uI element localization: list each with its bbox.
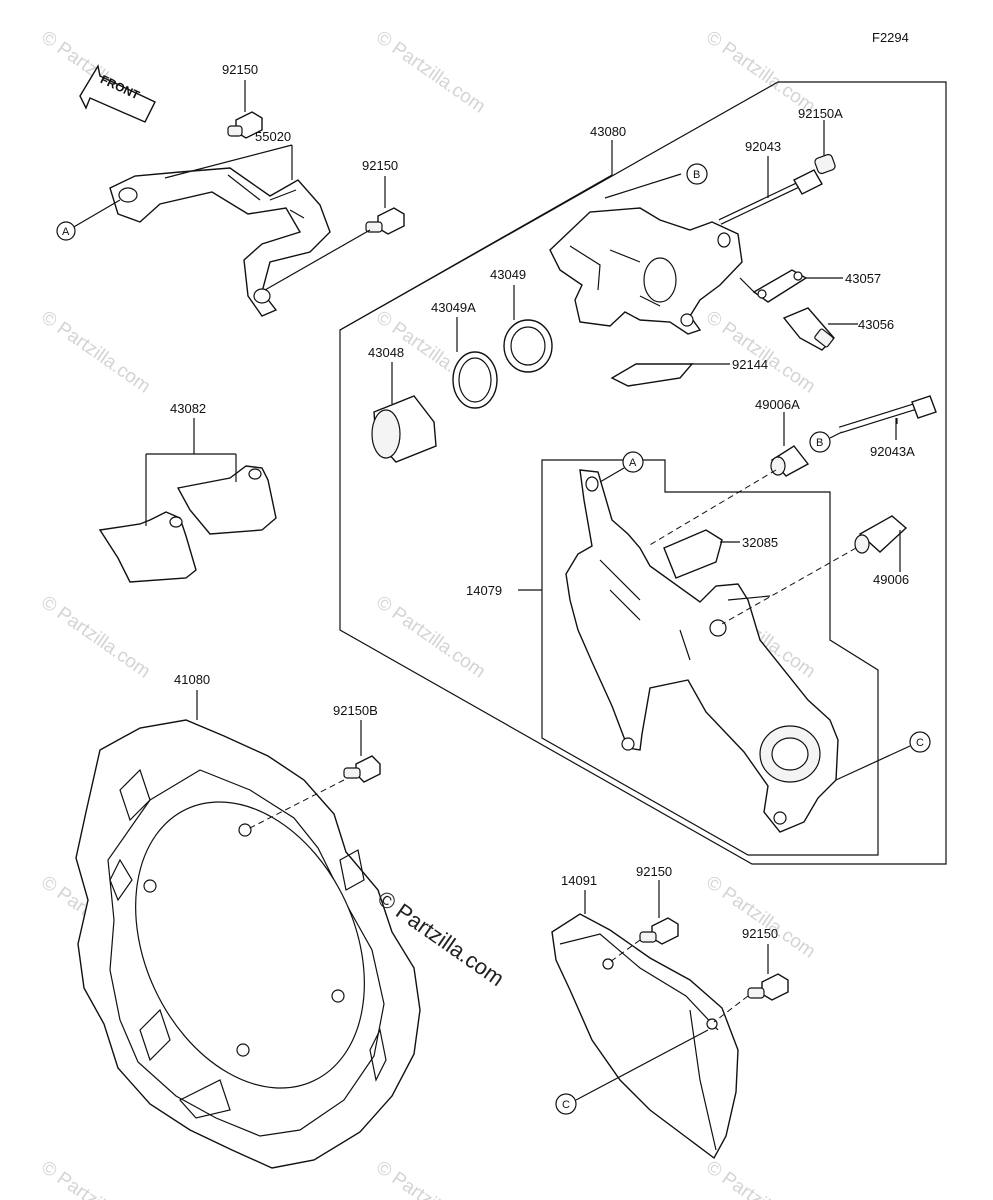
- ref-marker-c: [555, 1093, 577, 1115]
- watermark: © Partzilla.com: [37, 1157, 154, 1200]
- bolt-92150-guard2: [747, 973, 789, 1001]
- bolt-92150-guard1: [639, 917, 679, 945]
- link-43057: [752, 269, 808, 303]
- ref-marker-b-letter: B: [816, 437, 823, 449]
- label-43056: 43056: [858, 317, 894, 332]
- brake-disc-41080: [75, 719, 421, 1169]
- pin-92043A: [838, 395, 937, 434]
- ref-marker-c-letter: C: [562, 1099, 570, 1111]
- cap-92150A: [814, 153, 836, 175]
- bracket-group-frame: [541, 459, 879, 856]
- label-43049: 43049: [490, 267, 526, 282]
- watermark: © Partzilla.com: [702, 1157, 819, 1200]
- label-14091: 14091: [561, 873, 597, 888]
- ref-marker-a: [56, 221, 76, 241]
- watermark: © Partzilla.com: [37, 592, 154, 683]
- label-92150: 92150: [222, 62, 258, 77]
- label-43080: 43080: [590, 124, 626, 139]
- watermark: © Partzilla.com: [372, 1157, 489, 1200]
- ref-marker-c: [909, 731, 931, 753]
- disc-guard-14091: [551, 913, 739, 1160]
- ref-marker-b-letter: B: [693, 169, 700, 181]
- label-49006: 49006: [873, 572, 909, 587]
- spring-92144: [610, 363, 694, 387]
- boot-49006: [854, 515, 908, 554]
- watermark: © Partzilla.com: [702, 872, 819, 963]
- bolt-92150-mid: [365, 207, 405, 235]
- label-92150: 92150: [362, 158, 398, 173]
- pin-92043: [718, 169, 823, 225]
- label-41080: 41080: [174, 672, 210, 687]
- watermark: © Partzilla.com: [37, 307, 154, 398]
- ref-marker-a-letter: A: [629, 457, 637, 469]
- label-92043: 92043: [745, 139, 781, 154]
- label-92150B: 92150B: [333, 703, 378, 718]
- ref-marker-a-letter: A: [62, 226, 70, 238]
- watermark: © Partzilla.com: [372, 27, 489, 118]
- label-43048: 43048: [368, 345, 404, 360]
- label-92150A: 92150A: [798, 106, 843, 121]
- clip-32085: [663, 529, 723, 579]
- ref-marker-b: [809, 431, 831, 453]
- seal-43049A: [452, 351, 498, 409]
- caliper-body-43080: [549, 207, 743, 335]
- watermark: © Partzilla.com: [702, 27, 819, 118]
- bolt-92150B: [343, 755, 381, 783]
- label-14079: 14079: [466, 583, 502, 598]
- label-43082: 43082: [170, 401, 206, 416]
- label-92144: 92144: [732, 357, 768, 372]
- diagram-id: F2294: [872, 30, 909, 45]
- label-43057: 43057: [845, 271, 881, 286]
- bracket-55020: [109, 167, 331, 317]
- boot-49006A: [770, 445, 810, 477]
- seal-43049: [503, 319, 553, 373]
- ref-marker-a: [622, 451, 644, 473]
- bolt-92150-top: [227, 111, 263, 139]
- caliper-bracket-14079: [565, 469, 839, 833]
- watermark: © Partzilla.com: [372, 592, 489, 683]
- label-32085: 32085: [742, 535, 778, 550]
- brake-pads-43082: [98, 465, 277, 583]
- label-49006A: 49006A: [755, 397, 800, 412]
- label-55020: 55020: [255, 129, 291, 144]
- caliper-assembly-frame: [339, 81, 947, 865]
- label-92150: 92150: [742, 926, 778, 941]
- bleeder-43056: [782, 307, 835, 351]
- piston-43048: [371, 395, 437, 463]
- label-92043A: 92043A: [870, 444, 915, 459]
- ref-marker-c-letter: C: [916, 737, 924, 749]
- label-92150: 92150: [636, 864, 672, 879]
- ref-marker-b: [686, 163, 708, 185]
- label-43049A: 43049A: [431, 300, 476, 315]
